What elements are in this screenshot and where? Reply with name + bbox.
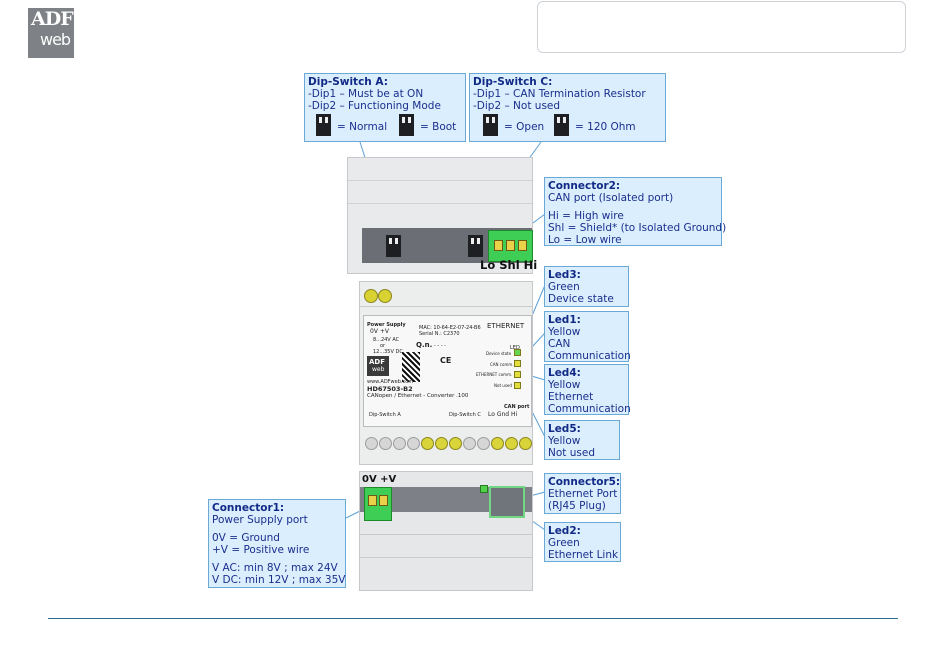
- connector1-terminal[interactable]: [364, 487, 392, 521]
- led1-callout: Led1: Yellow CAN Communication: [544, 311, 631, 362]
- led5-callout: Led5: Yellow Not used: [544, 420, 620, 460]
- led3-callout: Led3: Green Device state: [544, 266, 629, 307]
- rj45-port[interactable]: [489, 486, 525, 518]
- adfweb-mini-logo: ADF web: [367, 356, 389, 376]
- device-top-module: [347, 157, 533, 274]
- dip-120ohm-icon: [554, 114, 569, 136]
- led2-indicator: [480, 485, 488, 493]
- connector5-callout: Connector5: Ethernet Port (RJ45 Plug): [544, 473, 621, 514]
- device-label-panel: Power Supply 0V +V 8...24V AC or 12...35…: [363, 315, 532, 427]
- led5-indicator: [514, 382, 521, 389]
- dip-boot-icon: [399, 114, 414, 136]
- can-pin-labels: Lo Shl Hi: [480, 258, 538, 272]
- power-pin-labels: 0V +V: [362, 474, 397, 485]
- adfweb-logo: ADF web: [28, 8, 74, 58]
- screw-icon: [364, 289, 378, 303]
- connector1-callout: Connector1: Power Supply port 0V = Groun…: [208, 499, 346, 588]
- screw-icon: [378, 289, 392, 303]
- dip-switch-a-callout: Dip-Switch A: -Dip1 – Must be at ON -Dip…: [304, 73, 466, 142]
- qr-code-icon: [402, 352, 420, 382]
- dip-open-icon: [483, 114, 498, 136]
- led3-indicator: [514, 349, 521, 356]
- led4-indicator: [514, 371, 521, 378]
- connector2-callout: Connector2: CAN port (Isolated port) Hi …: [544, 177, 726, 246]
- header-box: [537, 1, 906, 53]
- led4-callout: Led4: Yellow Ethernet Communication: [544, 364, 631, 415]
- dip-normal-icon: [316, 114, 331, 136]
- dip-switch-a-icon[interactable]: [386, 235, 401, 257]
- led1-indicator: [514, 360, 521, 367]
- connector2-terminal[interactable]: [488, 230, 533, 262]
- dip-switch-c-callout: Dip-Switch C: -Dip1 – CAN Termination Re…: [469, 73, 666, 142]
- device-bottom-module: [359, 471, 533, 591]
- footer-divider: [48, 618, 898, 619]
- dip-switch-c-icon[interactable]: [468, 235, 483, 257]
- led2-callout: Led2: Green Ethernet Link: [544, 522, 621, 562]
